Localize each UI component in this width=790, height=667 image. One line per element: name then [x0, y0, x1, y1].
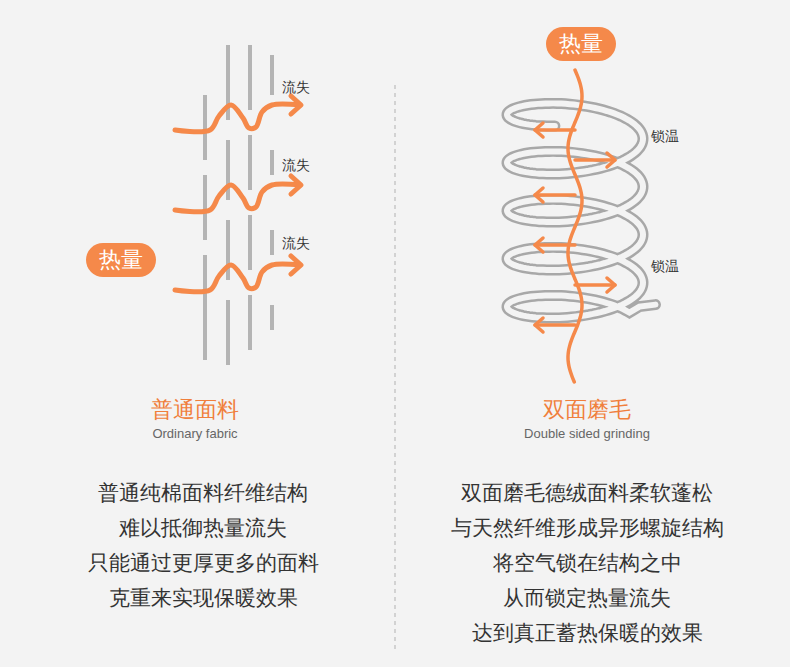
callout-label: 流失 — [282, 78, 310, 96]
arrow-head — [535, 123, 543, 137]
description-line: 普通纯棉面料纤维结构 — [98, 480, 308, 506]
fiber-bar — [248, 295, 252, 350]
heat-arrow — [535, 193, 575, 197]
arrow-head — [535, 188, 543, 202]
heat-arrow — [535, 323, 575, 327]
description-line: 只能通过更厚更多的面料 — [88, 550, 319, 576]
panel-title: 双面磨毛 — [543, 397, 631, 423]
heat-flow — [175, 264, 300, 292]
heat-arrow — [575, 158, 615, 162]
description-line: 难以抵御热量流失 — [119, 515, 287, 541]
fiber-bar — [248, 215, 252, 270]
pill-text: 热量 — [99, 246, 143, 274]
fiber-bar — [226, 220, 230, 280]
panel-title: 普通面料 — [151, 397, 239, 423]
fiber-bar — [226, 140, 230, 200]
arrow-head — [291, 96, 301, 114]
heat-flow — [175, 184, 300, 212]
description-line: 与天然纤维形成异形螺旋结构 — [451, 515, 724, 541]
fiber-bar — [270, 150, 274, 175]
fiber-bar — [270, 230, 274, 255]
fiber-bar — [226, 300, 230, 365]
fiber-bar — [248, 135, 252, 190]
heat-arrow — [575, 283, 615, 287]
fiber-bar — [270, 305, 274, 330]
panel-subtitle: Ordinary fabric — [152, 426, 237, 442]
fiber-bar — [203, 175, 207, 240]
arrow-head — [607, 153, 615, 167]
description-line: 克重来实现保暖效果 — [109, 585, 298, 611]
arrow-head — [535, 318, 543, 332]
callout-label: 锁温 — [651, 257, 679, 275]
pill-text: 热量 — [559, 30, 603, 58]
arrow-head — [607, 278, 615, 292]
fiber-bar — [270, 55, 274, 95]
panel-subtitle: Double sided grinding — [524, 426, 650, 442]
heat-arrow — [535, 243, 575, 247]
heat-arrows — [175, 70, 615, 382]
callout-label: 流失 — [282, 156, 310, 174]
divider-line — [394, 85, 396, 650]
fiber-bar — [203, 95, 207, 160]
description-line: 双面磨毛德绒面料柔软蓬松 — [461, 480, 713, 506]
callout-label: 流失 — [282, 234, 310, 252]
description-line: 达到真正蓄热保暖的效果 — [472, 620, 703, 646]
heat-flow — [568, 70, 582, 382]
heat-flow — [175, 104, 300, 132]
fiber-bar — [203, 255, 207, 360]
callout-label: 锁温 — [651, 127, 679, 145]
heat-arrow — [535, 128, 575, 132]
heat-pill: 热量 — [546, 27, 616, 61]
description-line: 将空气锁在结构之中 — [493, 550, 682, 576]
fiber-bar — [248, 45, 252, 110]
arrow-head — [291, 256, 301, 274]
arrow-head — [535, 238, 543, 252]
description-line: 从而锁定热量流失 — [503, 585, 671, 611]
arrow-head — [291, 176, 301, 194]
heat-pill: 热量 — [86, 243, 156, 277]
